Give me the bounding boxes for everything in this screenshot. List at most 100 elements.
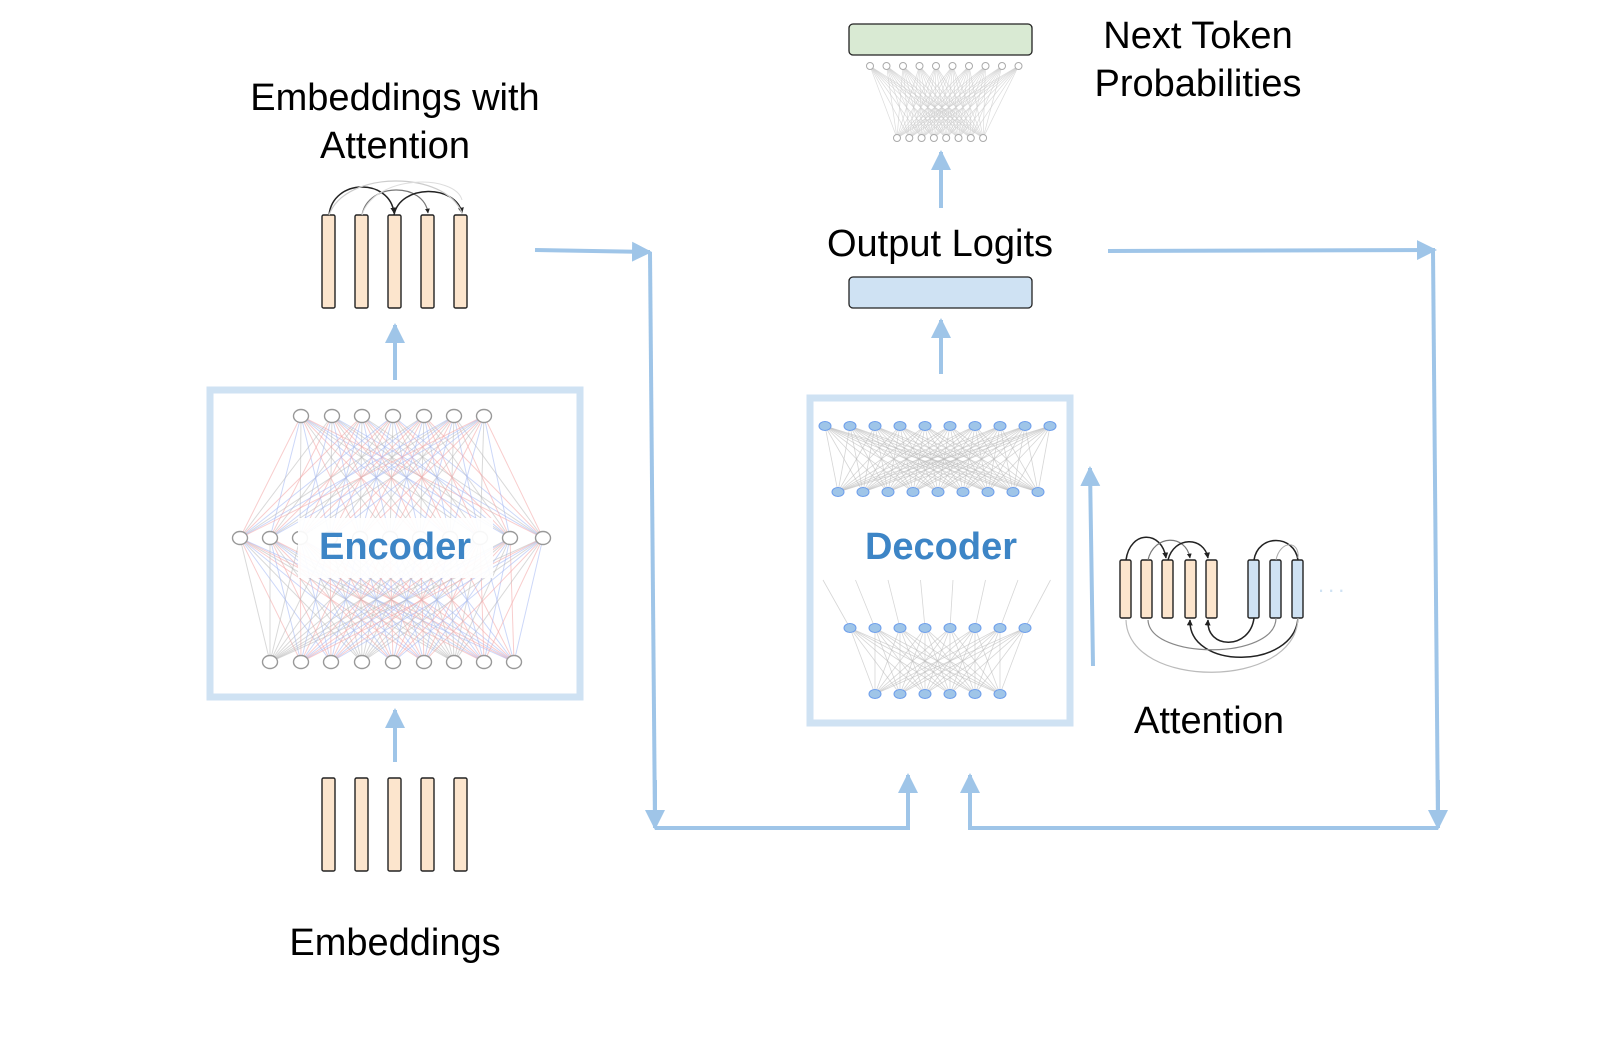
network-node <box>918 623 932 633</box>
network-edge <box>239 415 455 539</box>
network-edge <box>899 627 1026 695</box>
network-node <box>868 623 882 633</box>
network-edge <box>920 579 926 629</box>
token-vector <box>354 777 369 872</box>
network-node <box>954 134 963 142</box>
network-edge <box>945 65 1019 139</box>
embedding-tokens <box>321 777 468 872</box>
network-edge <box>837 425 876 493</box>
decoder-network-edges <box>822 425 1051 695</box>
network-edge <box>896 65 953 139</box>
network-edge <box>937 425 1051 493</box>
network-node <box>929 134 938 142</box>
network-node <box>353 408 371 424</box>
self-attention-arcs <box>328 180 464 216</box>
network-edge <box>886 65 910 139</box>
network-node <box>261 654 279 670</box>
decoder-box: Decoder <box>806 394 1074 727</box>
network-node <box>968 623 982 633</box>
network-edge <box>921 65 1003 139</box>
network-edge <box>300 537 544 663</box>
network-node <box>993 421 1007 431</box>
token-vector <box>1161 559 1174 619</box>
network-edge <box>837 425 901 493</box>
network-edge <box>974 579 986 629</box>
network-edge <box>933 65 1003 139</box>
flow-arrows <box>385 150 1448 830</box>
token-vector <box>321 777 336 872</box>
network-edge <box>837 425 1026 493</box>
network-node <box>384 654 402 670</box>
network-edge <box>896 65 937 139</box>
network-edge <box>896 65 904 139</box>
network-edge <box>361 537 544 663</box>
network-node <box>866 62 874 70</box>
network-node <box>993 623 1007 633</box>
network-node <box>981 487 995 497</box>
network-node <box>918 689 932 699</box>
network-edge <box>1037 425 1051 493</box>
network-edge <box>909 65 986 139</box>
token-vector <box>453 777 468 872</box>
next-token-label-line2: Probabilities <box>1095 63 1302 105</box>
network-edge <box>269 537 544 663</box>
network-edge <box>874 627 901 695</box>
network-edge <box>479 415 485 539</box>
network-edge <box>453 537 511 663</box>
token-vector <box>387 777 402 872</box>
network-edge <box>902 65 935 139</box>
network-edge <box>902 65 922 139</box>
network-node <box>534 530 552 546</box>
network-node <box>906 487 920 497</box>
network-node <box>445 408 463 424</box>
network-node <box>918 421 932 431</box>
network-node <box>868 689 882 699</box>
network-edge <box>933 65 937 139</box>
network-edge <box>987 425 1051 493</box>
network-node <box>384 408 402 424</box>
network-edge <box>849 627 876 695</box>
token-vector <box>420 777 435 872</box>
token-vector <box>321 214 336 309</box>
network-edge <box>886 65 898 139</box>
network-node <box>966 134 975 142</box>
network-node <box>261 530 279 546</box>
network-edge <box>874 627 976 695</box>
network-node <box>475 408 493 424</box>
network-edge <box>509 537 515 663</box>
network-edge <box>269 415 485 539</box>
network-edge <box>239 415 485 539</box>
network-edge <box>896 65 920 139</box>
connector-encoder-down <box>648 251 657 829</box>
network-edge <box>921 65 953 139</box>
embeddings-with-attention-label-line1: Embeddings with <box>250 77 539 119</box>
network-edge <box>945 65 1003 139</box>
network-edge <box>908 65 920 139</box>
network-edge <box>933 65 986 139</box>
network-edge <box>958 65 1003 139</box>
network-node <box>968 421 982 431</box>
network-node <box>843 421 857 431</box>
network-edge <box>269 537 301 663</box>
attention-ellipsis: ... <box>1318 572 1348 597</box>
connector-bottom-right <box>968 780 1438 830</box>
network-edge <box>924 627 1026 695</box>
token-vector <box>1140 559 1153 619</box>
network-edge <box>483 537 544 663</box>
network-edge <box>886 65 922 139</box>
network-edge <box>483 537 511 663</box>
network-node <box>292 654 310 670</box>
network-node <box>943 623 957 633</box>
network-node <box>917 134 926 142</box>
network-edge <box>999 627 1026 695</box>
network-node <box>1031 487 1045 497</box>
network-edge <box>1024 579 1051 629</box>
decoder-attention-tokens <box>1119 559 1304 619</box>
network-node <box>818 421 832 431</box>
network-node <box>292 408 310 424</box>
network-edge <box>982 65 1019 139</box>
network-node <box>893 623 907 633</box>
network-edge <box>958 65 986 139</box>
network-edge <box>862 425 1051 493</box>
network-edge <box>896 65 1019 139</box>
